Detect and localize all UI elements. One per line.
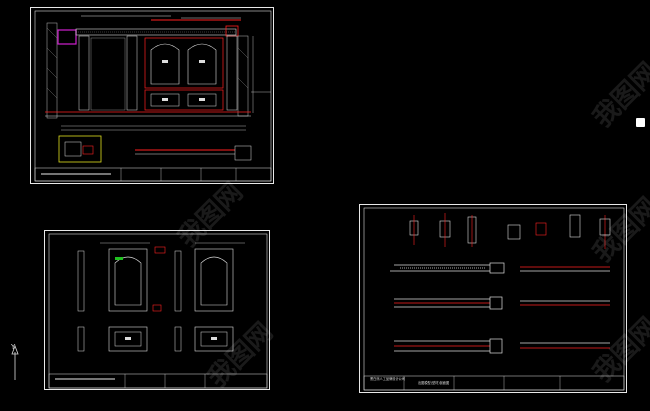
section-sheet-company: 黑白熊人工品牌设计公司	[370, 377, 406, 381]
right-scroll-strip[interactable]	[633, 0, 650, 411]
elevation-drawing	[34, 10, 272, 182]
layer-icon[interactable]	[636, 118, 645, 127]
ucs-y-label: Y	[11, 343, 16, 351]
section-sheet-drawing-title: 出图模型(型材)剖面图	[418, 381, 450, 385]
main-elevation-sheet[interactable]	[30, 7, 274, 184]
profile-section-sheet[interactable]: 黑白熊人工品牌设计公司 出图模型(型材)剖面图	[359, 204, 627, 393]
profile-section-drawing	[363, 207, 625, 391]
ucs-axis-icon	[11, 344, 19, 380]
door-panel-drawing	[48, 233, 268, 389]
door-panel-sheet[interactable]	[44, 230, 270, 390]
